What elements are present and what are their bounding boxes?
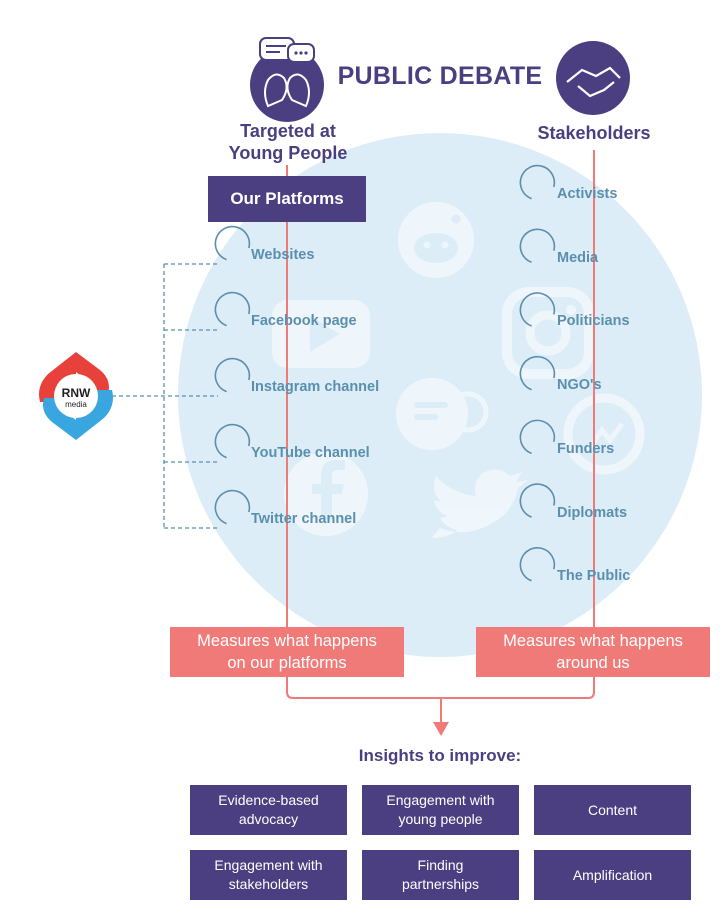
stakeholder-marker-4 (519, 419, 556, 455)
insight-text: young people (398, 811, 483, 827)
measures-left-line-1: Measures what happens (197, 632, 377, 650)
stakeholder-marker-3 (519, 355, 556, 391)
platform-marker-4 (214, 489, 251, 525)
insight-text: advocacy (238, 811, 299, 827)
platform-marker-2 (214, 357, 251, 393)
insight-text: Amplification (572, 866, 653, 883)
insight-box: Content (534, 785, 691, 835)
speech-bubbles-icon (259, 37, 315, 63)
insight-text: Evidence-based (218, 792, 319, 808)
stakeholder-item: Diplomats (557, 504, 628, 521)
stakeholder-item: Funders (557, 440, 615, 457)
stakeholder-item: NGO's (557, 377, 602, 394)
insight-box: Finding partnerships (362, 850, 519, 900)
stakeholder-marker-1 (519, 228, 556, 264)
stakeholder-marker-2 (519, 292, 556, 327)
platform-item: YouTube channel (251, 445, 370, 461)
page-title: PUBLIC DEBATE (337, 62, 543, 90)
reddit-icon (398, 202, 474, 278)
insight-box: Engagement with young people (362, 785, 519, 835)
platform-item: Twitter channel (251, 511, 357, 527)
insight-box: Engagement with stakeholders (190, 850, 347, 900)
facebook-icon (284, 452, 368, 536)
platform-marker-1 (214, 291, 251, 327)
insight-text: partnerships (401, 876, 480, 892)
insight-box: Evidence-based advocacy (190, 785, 347, 835)
insight-text: Engagement with (214, 857, 323, 873)
young-people-icon (250, 37, 324, 122)
insight-box: Amplification (534, 850, 691, 900)
measures-left-line-2: on our platforms (227, 654, 347, 672)
handshake-icon (556, 41, 630, 115)
logo-text-rnw: RNW (62, 386, 91, 400)
our-platforms-box: Our Platforms (208, 176, 366, 222)
stakeholder-item: The Public (557, 568, 631, 585)
stakeholder-item: Activists (557, 186, 618, 202)
measures-platforms-box: Measures what happens on our platforms (170, 627, 404, 677)
platform-item: Facebook page (251, 313, 357, 329)
background-social-icons (272, 202, 645, 538)
stakeholder-marker-5 (519, 483, 556, 518)
measures-right-line-1: Measures what happens (503, 632, 683, 650)
left-header-line-2: Young People (228, 143, 348, 163)
youtube-icon (272, 300, 370, 368)
stakeholder-marker-6 (519, 547, 556, 582)
left-column-header: Targeted at Young People (206, 120, 370, 164)
platform-item: Websites (251, 247, 315, 263)
chat-icon (396, 378, 489, 450)
right-column-header: Stakeholders (537, 123, 651, 143)
instagram-icon (502, 287, 594, 379)
insight-text: Engagement with (386, 792, 495, 808)
insight-text: stakeholders (228, 876, 309, 892)
platform-marker-3 (214, 423, 251, 459)
rnw-media-logo: RNW media (39, 352, 113, 440)
measures-right-line-2: around us (556, 654, 630, 672)
platform-item: Instagram channel (251, 379, 380, 395)
twitter-icon (432, 469, 528, 538)
insight-text: Finding (417, 857, 464, 873)
stakeholder-item: Media (557, 249, 599, 266)
insights-title: Insights to improve: (358, 746, 522, 765)
logo-connector (112, 263, 218, 529)
measures-around-box: Measures what happens around us (476, 627, 710, 677)
insight-text: Content (587, 801, 638, 818)
stakeholder-marker-0 (519, 164, 556, 200)
stakeholder-item: Politicians (557, 313, 630, 330)
left-header-line-1: Targeted at (240, 121, 336, 141)
item-markers (214, 164, 556, 582)
logo-text-media: media (65, 400, 87, 409)
flow-arrow-head (433, 722, 449, 736)
platform-marker-0 (214, 225, 251, 261)
flow-lines (286, 150, 595, 726)
